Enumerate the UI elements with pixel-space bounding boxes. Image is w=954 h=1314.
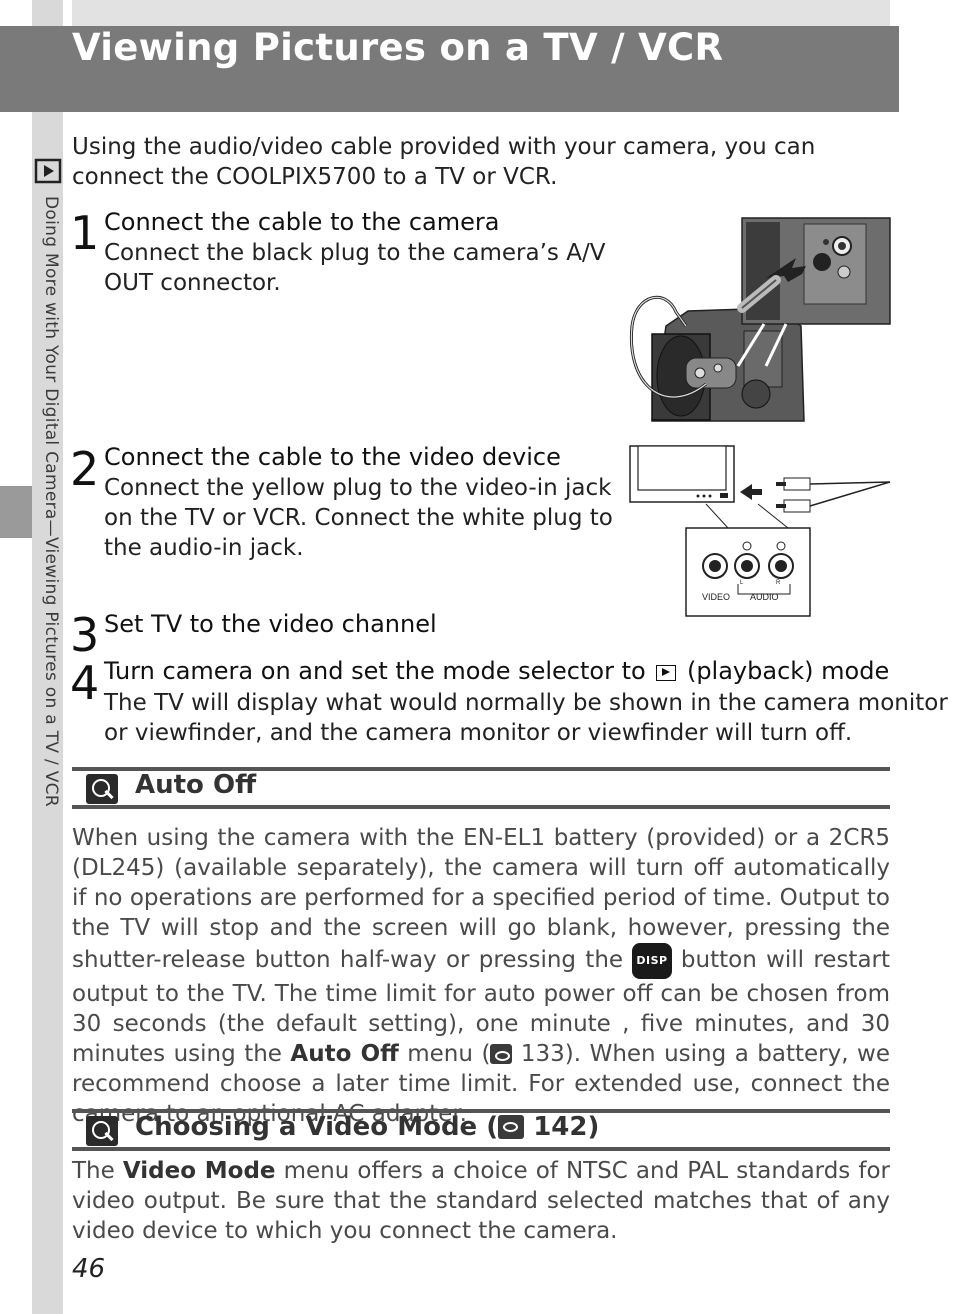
note-text: The	[72, 1158, 115, 1184]
side-chapter-label: Doing More with Your Digital Camera—View…	[41, 196, 61, 807]
step-body-line: or viewfinder, and the camera monitor or…	[104, 720, 853, 746]
video-jack-label: VIDEO	[702, 592, 730, 602]
step-title: Connect the cable to the video device	[104, 443, 561, 471]
step-title-text: Turn camera on and set the mode selector…	[104, 657, 646, 685]
step-title: Turn camera on and set the mode selector…	[104, 656, 889, 686]
note-text: menu offers a choice of NTSC and PAL sta…	[72, 1158, 890, 1244]
title-band	[0, 26, 899, 112]
menu-name: Video Mode	[122, 1158, 276, 1184]
note-text: button will restart output to the TV. Th…	[72, 947, 891, 1067]
side-strip	[32, 0, 63, 1314]
note-body: The Video Mode menu offers a choice of N…	[72, 1156, 890, 1246]
section-tab	[0, 486, 32, 538]
step-title-text: (playback) mode	[686, 657, 890, 685]
tip-icon	[86, 774, 118, 804]
menu-name: Auto Off	[290, 1041, 399, 1067]
tv-connection-illustration: VIDEO AUDIO L R	[629, 445, 891, 617]
note-rule	[72, 1147, 890, 1151]
top-bar	[72, 0, 890, 26]
page-number: 46	[72, 1254, 106, 1284]
right-channel-label: R	[776, 580, 781, 586]
step-title: Connect the cable to the camera	[104, 208, 500, 236]
step-body-line: Connect the black plug to the camera’s A…	[104, 240, 606, 266]
step-body-line: Connect the yellow plug to the video-in …	[104, 475, 612, 501]
camera-connection-illustration	[629, 217, 891, 422]
page-reference: 133).	[520, 1041, 582, 1067]
note-heading: Choosing a Video Mode ( 142)	[135, 1112, 599, 1142]
page-title: Viewing Pictures on a TV / VCR	[72, 26, 724, 69]
page-reference: 142)	[533, 1112, 600, 1142]
note-heading: Auto Off	[135, 770, 257, 800]
step-number: 1	[70, 206, 100, 260]
tip-icon	[86, 1116, 118, 1146]
playback-mode-icon	[656, 665, 677, 681]
step-title: Set TV to the video channel	[104, 610, 437, 638]
step-body: Connect the black plug to the camera’s A…	[104, 238, 605, 298]
step-number: 3	[70, 608, 100, 662]
playback-icon	[34, 158, 62, 184]
note-rule	[72, 1109, 890, 1113]
step-body-line: OUT connector.	[104, 270, 281, 296]
step-number: 2	[70, 442, 100, 496]
note-text: When using a battery, we recommend choos…	[72, 1041, 890, 1127]
note-rule	[72, 767, 890, 771]
left-channel-label: L	[740, 580, 744, 586]
page-reference-icon	[490, 1044, 513, 1064]
disp-button-icon: DISP	[632, 943, 672, 979]
step-body-line: on the TV or VCR. Connect the white plug…	[104, 505, 613, 531]
note-body: When using the camera with the EN-EL1 ba…	[72, 823, 890, 1129]
step-body-line: the audio-in jack.	[104, 535, 304, 561]
page-reference-icon	[498, 1115, 525, 1139]
intro-paragraph: Using the audio/video cable provided wit…	[72, 134, 816, 190]
note-rule	[72, 805, 890, 809]
step-body-line: The TV will display what would normally …	[104, 690, 948, 716]
step-number: 4	[70, 656, 100, 710]
audio-jack-label: AUDIO	[750, 592, 779, 602]
note-text: menu (	[407, 1041, 491, 1067]
note-text: When using the camera with the EN-EL1 ba…	[72, 825, 890, 973]
step-body: Connect the yellow plug to the video-in …	[104, 473, 613, 563]
step-body: The TV will display what would normally …	[104, 688, 948, 748]
note-heading-text: Choosing a Video Mode (	[135, 1112, 499, 1142]
